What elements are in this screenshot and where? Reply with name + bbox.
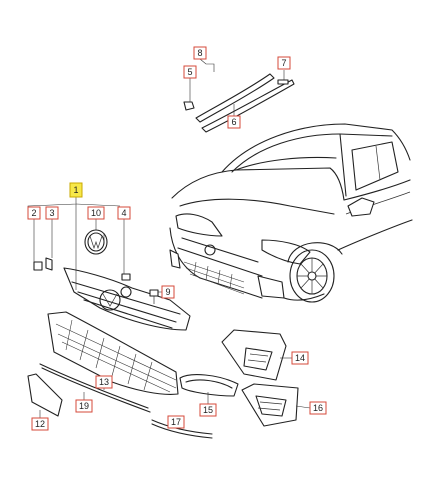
fasteners	[33, 257, 159, 304]
callout-12[interactable]: 12	[31, 417, 49, 431]
callout-4-text: 4	[121, 208, 126, 218]
callout-13-text: 13	[99, 377, 109, 387]
callout-5-text: 5	[187, 67, 192, 77]
callout-19-text: 19	[79, 401, 89, 411]
callout-7[interactable]: 7	[277, 56, 291, 70]
callout-13[interactable]: 13	[95, 375, 113, 389]
callout-9-text: 9	[165, 287, 170, 297]
callout-1[interactable]: 1	[69, 182, 83, 198]
callout-19[interactable]: 19	[75, 399, 93, 413]
callout-9[interactable]: 9	[161, 285, 175, 299]
callout-14[interactable]: 14	[291, 351, 309, 365]
roof-moulding-strips	[183, 73, 295, 133]
callout-8-text: 8	[197, 48, 202, 58]
callout-5[interactable]: 5	[183, 65, 197, 79]
callout-12-text: 12	[35, 419, 45, 429]
callout-8[interactable]: 8	[193, 46, 207, 60]
callout-6[interactable]: 6	[227, 115, 241, 129]
callout-16-text: 16	[313, 403, 323, 413]
callout-15-text: 15	[203, 405, 213, 415]
callout-14-text: 14	[295, 353, 305, 363]
callout-3[interactable]: 3	[45, 206, 59, 220]
callout-10-text: 10	[91, 208, 101, 218]
license-plate-holder	[27, 373, 63, 417]
callout-2-text: 2	[31, 208, 36, 218]
upper-grille	[63, 267, 191, 331]
callout-7-text: 7	[281, 58, 286, 68]
callout-4[interactable]: 4	[117, 206, 131, 220]
callout-labels: 1 2 3 4 5 6 7 8 9 10 12	[27, 46, 327, 431]
fog-light-frames	[179, 329, 299, 427]
callout-10[interactable]: 10	[87, 206, 105, 220]
callout-3-text: 3	[49, 208, 54, 218]
callout-17-text: 17	[171, 417, 181, 427]
car-illustration	[169, 123, 413, 303]
callout-16[interactable]: 16	[309, 401, 327, 415]
lower-grille	[47, 311, 179, 395]
trim-strips	[39, 363, 213, 439]
callout-1-text: 1	[73, 185, 78, 195]
callout-6-text: 6	[231, 117, 236, 127]
callout-17[interactable]: 17	[167, 415, 185, 429]
callout-15[interactable]: 15	[199, 403, 217, 417]
callout-2[interactable]: 2	[27, 206, 41, 220]
